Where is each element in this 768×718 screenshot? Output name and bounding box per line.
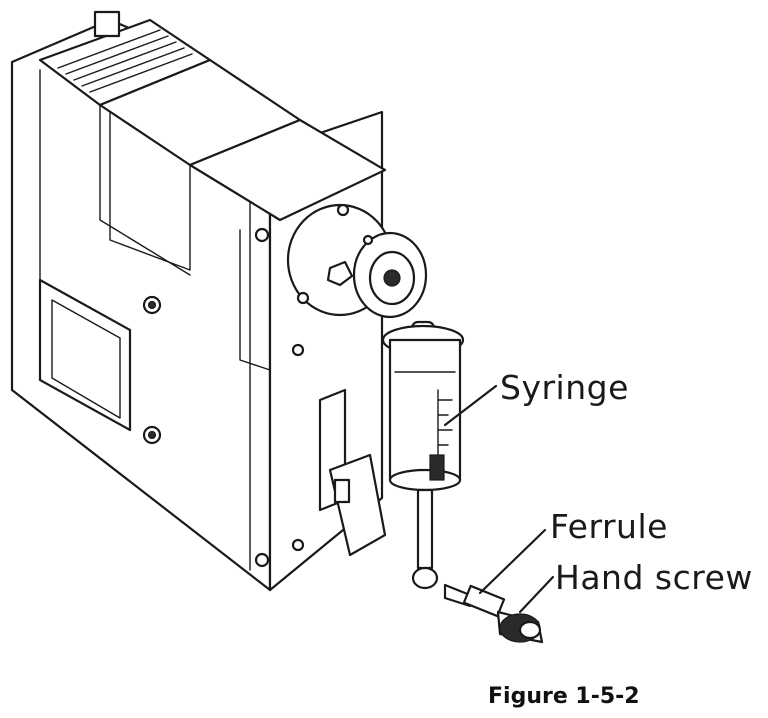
syringe-drawing xyxy=(381,320,465,590)
valve-head xyxy=(286,203,428,319)
side-screws xyxy=(142,227,305,568)
motor-housing xyxy=(38,10,387,276)
front-slot xyxy=(318,388,387,557)
ferrule-and-hand-screw xyxy=(443,583,544,644)
syringe-label: Syringe xyxy=(500,368,629,407)
leader-lines xyxy=(443,384,555,614)
hand-screw-label: Hand screw xyxy=(555,558,753,597)
side-window xyxy=(38,278,132,432)
figure-caption: Figure 1-5-2 xyxy=(488,684,640,709)
ferrule-label: Ferrule xyxy=(550,507,668,546)
